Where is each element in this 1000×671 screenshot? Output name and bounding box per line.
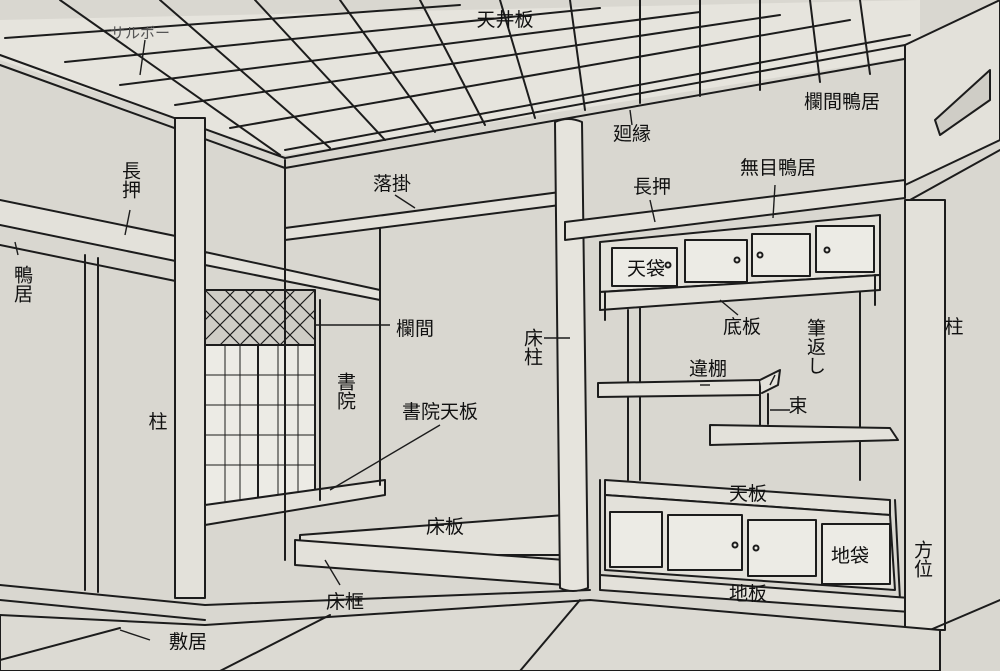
shoin-desk	[204, 479, 386, 526]
label-hashira-left: 柱	[148, 411, 167, 433]
label-tenita: 天板	[729, 483, 767, 505]
chigaidana-upper	[597, 379, 761, 398]
label-tokobashira: 床柱	[521, 328, 543, 366]
label-mume-kamoi: 無目鴨居	[740, 157, 816, 179]
sokoita	[599, 274, 881, 311]
ceiling-boards	[0, 0, 920, 156]
label-tokogamachi: 床框	[326, 591, 364, 613]
label-tenbukuro: 天袋	[627, 258, 665, 280]
label-saobuchi: サルボー	[110, 24, 170, 42]
label-chigaidana: 違棚	[689, 358, 727, 380]
label-tsuka: 束	[788, 395, 807, 417]
nageshi-right	[564, 179, 906, 241]
label-rankan: 欄間	[396, 318, 434, 340]
label-hoi: 方位	[911, 540, 933, 578]
nageshi-left	[0, 199, 196, 266]
label-kamoi-left: 鴨居	[11, 265, 33, 303]
label-jiita: 地板	[729, 583, 767, 605]
label-sokoita: 底板	[723, 316, 761, 338]
left-post	[174, 117, 206, 599]
chigaidana-lower	[709, 424, 899, 446]
label-hashira-right: 柱	[944, 316, 963, 338]
label-tokoita: 床板	[426, 516, 464, 538]
label-shoin: 書院	[334, 372, 356, 410]
label-rankan-kamoi: 欄間鴨居	[804, 91, 880, 113]
label-nageshi-left: 長押	[119, 161, 141, 199]
ranma-lattice	[204, 289, 316, 346]
label-shoin-tenita: 書院天板	[402, 401, 478, 423]
cornice	[0, 44, 906, 159]
fudegaeshi	[759, 369, 781, 394]
ranma-kamoi	[904, 0, 1000, 186]
otoshigake	[284, 191, 561, 241]
label-shikii: 敷居	[169, 631, 207, 653]
label-jibukuro: 地袋	[831, 545, 869, 567]
tatami-floor	[0, 599, 941, 671]
shoji-window	[204, 344, 316, 506]
label-nageshi-right: 長押	[633, 176, 671, 198]
label-fudegaeshi: 筆返し	[804, 318, 826, 375]
label-mawaribuchi: 廻縁	[613, 123, 651, 145]
label-otoshigake: 落掛	[373, 173, 411, 195]
tokobashira	[554, 118, 589, 592]
label-tenjoita: 天井板	[476, 9, 533, 31]
